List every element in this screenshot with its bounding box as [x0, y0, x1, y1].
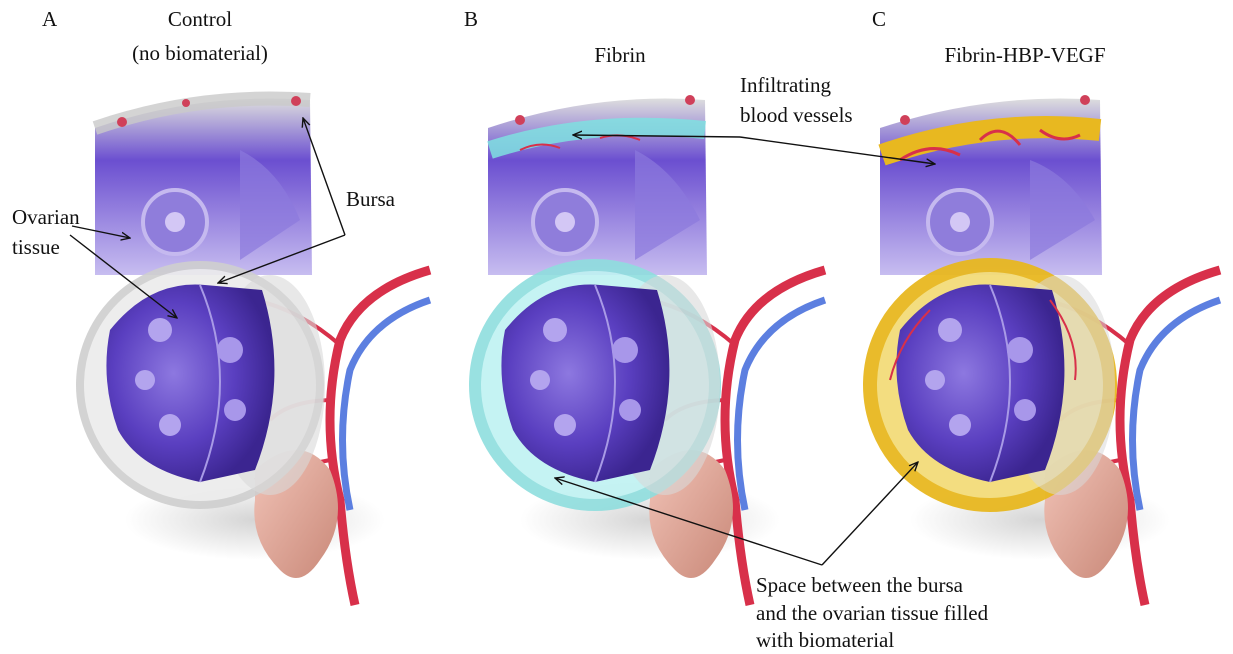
panel-a-subtitle: (no biomaterial) — [100, 40, 300, 67]
panel-a-art — [80, 96, 430, 605]
panel-a-title: Control — [100, 6, 300, 33]
panel-c-letter: C — [872, 6, 886, 33]
panel-b-letter: B — [464, 6, 478, 33]
arrow-space-c — [822, 462, 918, 565]
panel-c-title: Fibrin-HBP-VEGF — [920, 42, 1130, 69]
label-space-line1: Space between the bursa — [756, 572, 963, 599]
panel-a-letter: A — [42, 6, 57, 33]
label-space-line2: and the ovarian tissue filled — [756, 600, 988, 627]
panel-b-art — [475, 95, 825, 605]
label-bursa: Bursa — [346, 186, 395, 213]
label-ovarian-line1: Ovarian — [12, 204, 80, 231]
panel-b-vein — [738, 300, 826, 510]
panel-a-vein — [343, 300, 431, 510]
panel-c-art — [870, 95, 1220, 605]
label-vessels-line2: blood vessels — [740, 102, 853, 129]
label-ovarian-line2: tissue — [12, 234, 60, 261]
panel-c-vein — [1133, 300, 1221, 510]
label-vessels-line1: Infiltrating — [740, 72, 831, 99]
label-space-line3: with biomaterial — [756, 627, 894, 654]
panel-b-title: Fibrin — [560, 42, 680, 69]
